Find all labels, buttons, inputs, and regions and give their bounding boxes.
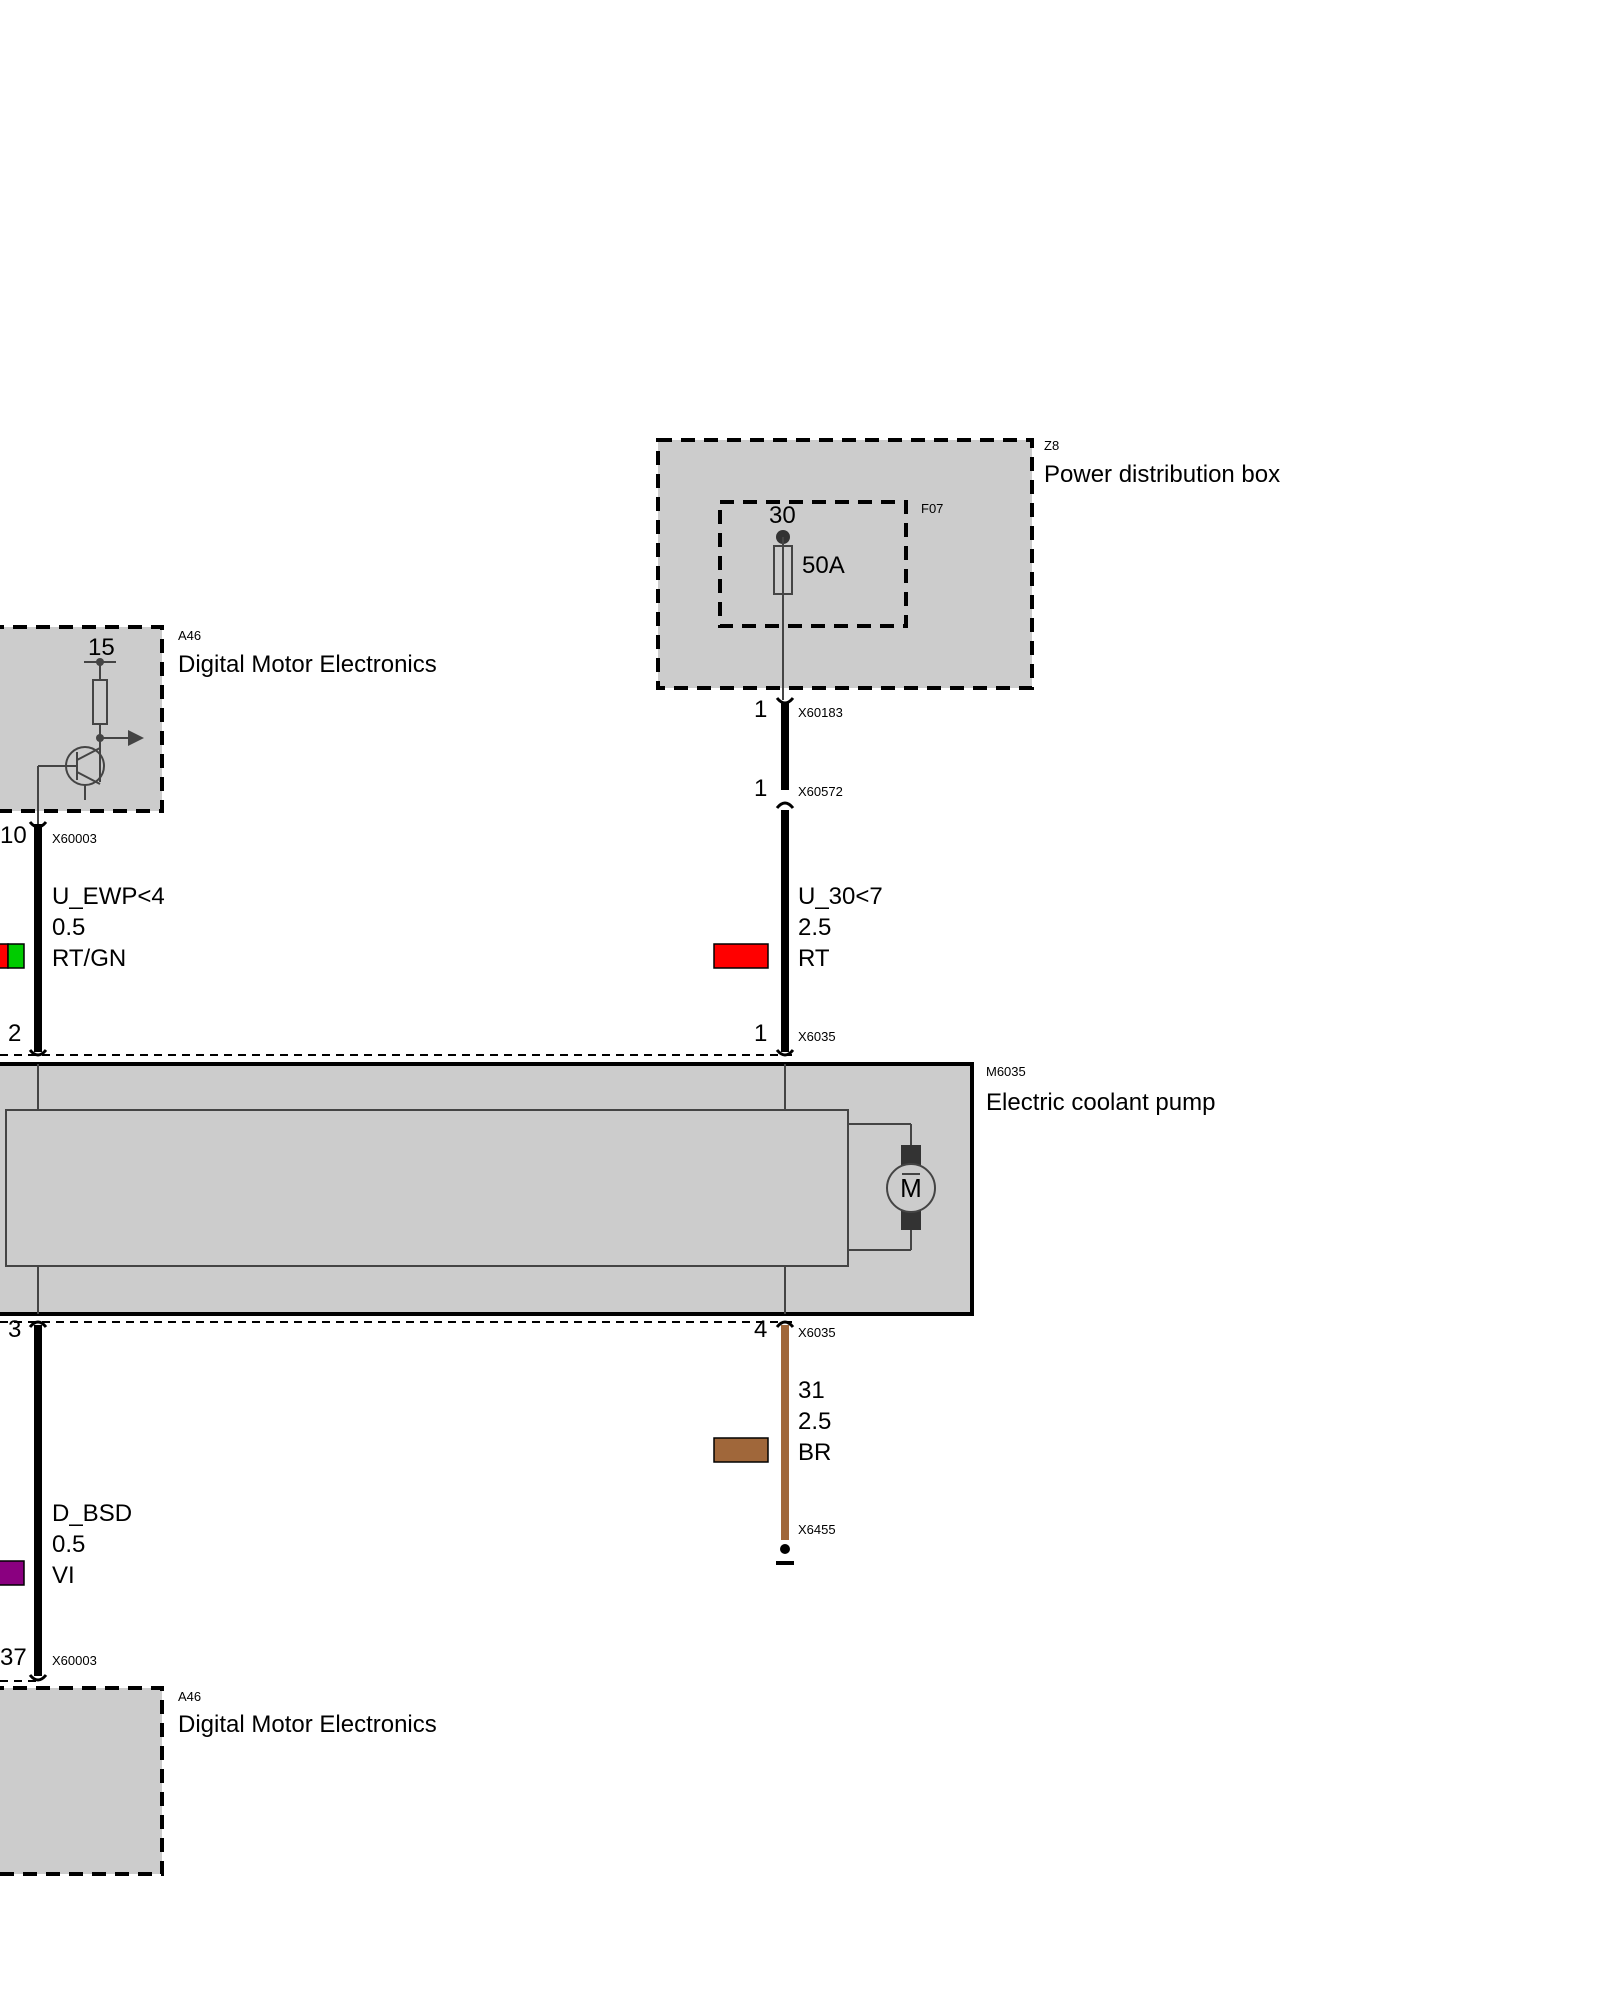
power-box-name: Power distribution box bbox=[1044, 461, 1280, 488]
wire-ewp-signal: U_EWP<4 bbox=[52, 883, 165, 910]
pin-x60003-bottom: 37 bbox=[0, 1644, 27, 1671]
connector-x6455: X6455 bbox=[798, 1522, 836, 1537]
wire-bsd-color-code: VI bbox=[52, 1562, 75, 1589]
pin-x6035-4: 4 bbox=[754, 1316, 767, 1343]
connector-x6035-bottom: X6035 bbox=[798, 1325, 836, 1340]
motor-label: M bbox=[900, 1173, 922, 1203]
ground-point bbox=[780, 1544, 790, 1554]
fuse-terminal-label: 30 bbox=[769, 502, 796, 529]
wire-bsd-signal: D_BSD bbox=[52, 1500, 132, 1527]
pin-x6035-2: 2 bbox=[8, 1020, 21, 1047]
transistor-icon bbox=[37, 658, 144, 826]
connector-x60572: X60572 bbox=[798, 784, 843, 799]
connector-x60003-top: X60003 bbox=[52, 831, 97, 846]
wire-gnd-signal: 31 bbox=[798, 1377, 825, 1404]
dme-top-name: Digital Motor Electronics bbox=[178, 651, 437, 678]
connector-arcs bbox=[28, 697, 795, 1682]
dme-top: A46 Digital Motor Electronics 15 bbox=[0, 625, 437, 826]
pin-x60183: 1 bbox=[754, 696, 767, 723]
power-box-code: Z8 bbox=[1044, 438, 1059, 453]
fuse-f07-outline bbox=[718, 500, 908, 628]
dme-bottom-code: A46 bbox=[178, 1689, 201, 1704]
dme-bottom-outline bbox=[0, 1686, 164, 1876]
wire-ewp-swatch-green bbox=[7, 943, 25, 969]
power-distribution-box: Z8 Power distribution box F07 30 50A bbox=[656, 438, 1280, 700]
dme-top-terminal: 15 bbox=[88, 634, 115, 661]
wire-label-u30: U_30<7 2.5 RT bbox=[713, 883, 883, 972]
pump-code: M6035 bbox=[986, 1064, 1026, 1079]
dme-bottom: A46 Digital Motor Electronics bbox=[0, 1686, 437, 1876]
wire-ewp-color-code: RT/GN bbox=[52, 945, 126, 972]
fuse-rating: 50A bbox=[802, 552, 845, 579]
wire-bsd-gauge: 0.5 bbox=[52, 1531, 85, 1558]
dme-top-outline bbox=[0, 625, 164, 813]
dme-top-code: A46 bbox=[178, 628, 201, 643]
pin-x6035-3: 3 bbox=[8, 1316, 21, 1343]
connector-x60003-bottom: X60003 bbox=[52, 1653, 97, 1668]
wire-bsd-swatch bbox=[0, 1560, 25, 1586]
wire-u30-signal: U_30<7 bbox=[798, 883, 883, 910]
wire-ewp-swatch-red bbox=[0, 943, 9, 969]
wire-label-bsd: D_BSD 0.5 VI bbox=[0, 1500, 132, 1589]
wire-label-gnd: 31 2.5 BR bbox=[713, 1377, 831, 1466]
connector-x60183: X60183 bbox=[798, 705, 843, 720]
dme-bottom-name: Digital Motor Electronics bbox=[178, 1711, 437, 1738]
wire-u30-color-code: RT bbox=[798, 945, 830, 972]
pump-name: Electric coolant pump bbox=[986, 1089, 1215, 1116]
wire-label-ewp: U_EWP<4 0.5 RT/GN bbox=[0, 883, 165, 972]
pump-electronics-block bbox=[5, 1109, 849, 1267]
fuse-code: F07 bbox=[921, 501, 943, 516]
pin-x60572: 1 bbox=[754, 775, 767, 802]
pin-x6035-1: 1 bbox=[754, 1020, 767, 1047]
motor-icon: M bbox=[848, 1123, 936, 1251]
electric-coolant-pump: M6035 Electric coolant pump M bbox=[0, 1062, 1215, 1316]
connector-x6035-top: X6035 bbox=[798, 1029, 836, 1044]
wire-u30-gauge: 2.5 bbox=[798, 914, 831, 941]
wire-u30-swatch bbox=[713, 943, 769, 969]
power-distribution-box-outline bbox=[656, 438, 1034, 690]
wire-gnd-color-code: BR bbox=[798, 1439, 831, 1466]
wire-gnd-swatch bbox=[713, 1437, 769, 1463]
wire-gnd-gauge: 2.5 bbox=[798, 1408, 831, 1435]
wire-ewp-gauge: 0.5 bbox=[52, 914, 85, 941]
pin-x60003-top: 10 bbox=[0, 822, 27, 849]
